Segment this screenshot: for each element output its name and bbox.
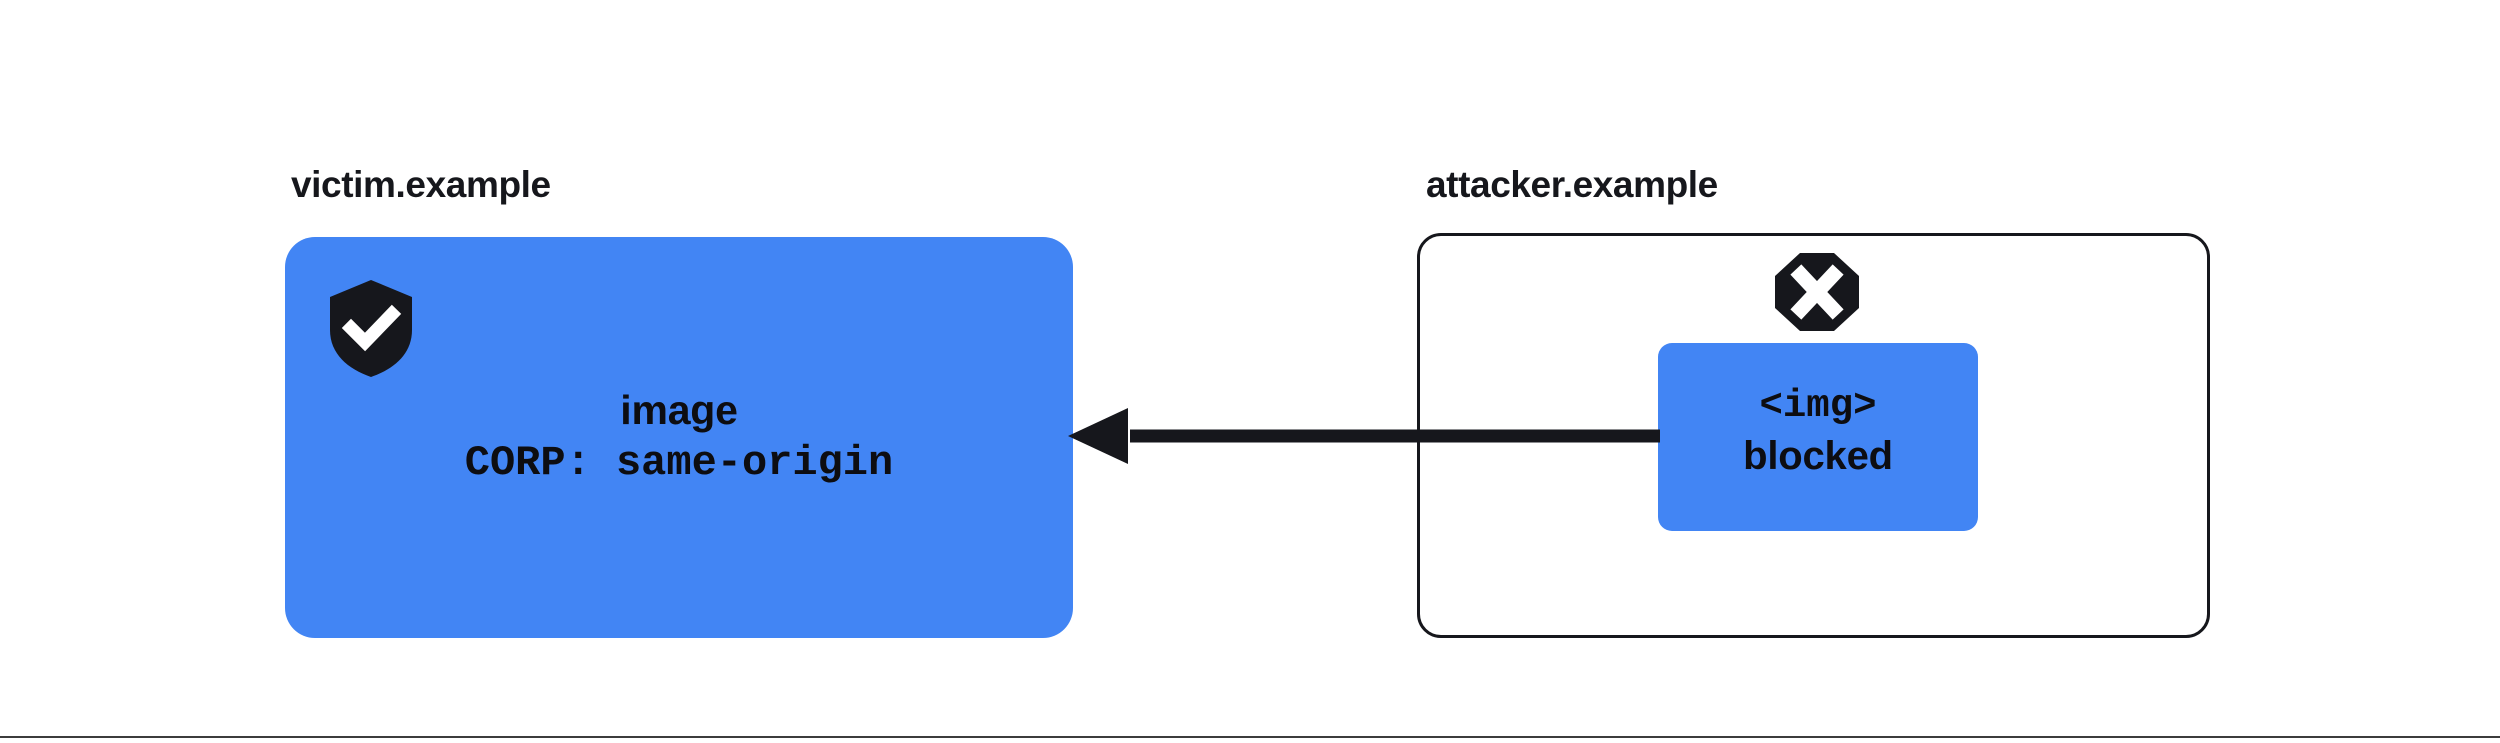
victim-resource-header: CORP: same-origin xyxy=(464,439,894,487)
img-element-status: blocked xyxy=(1743,434,1893,478)
victim-origin-label: victim.example xyxy=(291,164,551,205)
bottom-separator-rule xyxy=(0,736,2500,738)
blocked-request-arrow xyxy=(1060,400,1660,472)
victim-resource-text: image CORP: same-origin xyxy=(285,385,1073,491)
img-chip-text: <img> blocked xyxy=(1658,381,1978,481)
victim-resource-name: image xyxy=(620,387,738,433)
victim-resource-box: image CORP: same-origin xyxy=(285,237,1073,638)
img-element-chip: <img> blocked xyxy=(1658,343,1978,531)
octagon-x-icon xyxy=(1775,253,1859,331)
shield-check-icon xyxy=(330,280,412,377)
attacker-origin-label: attacker.example xyxy=(1426,164,1718,205)
img-element-tag: <img> xyxy=(1759,384,1877,428)
attacker-page-box: <img> blocked xyxy=(1417,233,2210,638)
